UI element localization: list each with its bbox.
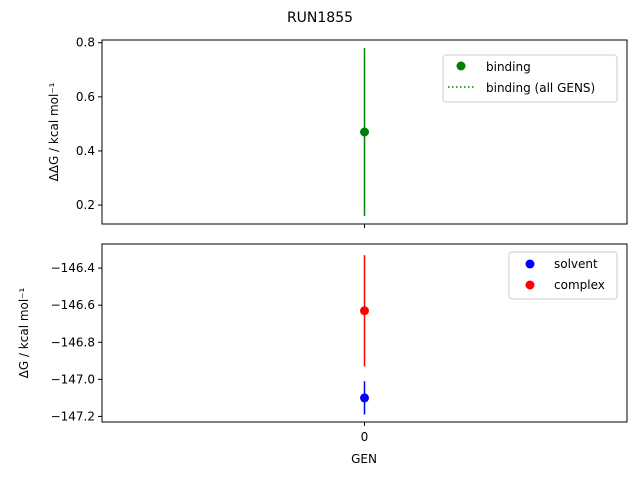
y-tick-label-top: 0.2 [76,198,95,212]
y-ticks-top: 0.2 0.4 0.6 0.8 [76,36,102,212]
y-axis-label-top: ΔΔG / kcal mol⁻¹ [47,82,61,181]
x-tick-label-bottom: 0 [361,430,369,444]
y-axis-label-bottom: ΔG / kcal mol⁻¹ [17,287,31,378]
x-axis-label-bottom: GEN [351,452,377,466]
y-tick-label-bottom: −146.4 [51,261,95,275]
y-tick-label-top: 0.6 [76,90,95,104]
legend-marker-binding [456,61,466,71]
x-ticks-bottom: 0 [361,422,369,444]
legend-label-solvent: solvent [554,257,598,271]
legend-frame-top [442,54,618,103]
y-tick-label-bottom: −147.0 [51,372,95,386]
point-binding [360,127,369,137]
panel-binding: 0.2 0.4 0.6 0.8 ΔΔG / kcal mol⁻¹ binding bi… [47,36,628,228]
legend-label-complex: complex [554,278,605,292]
legend-bottom: solvent complex [508,251,618,300]
legend-frame-bottom [508,251,618,300]
data-marks-bottom [360,255,369,415]
y-tick-label-top: 0.8 [76,36,95,50]
legend-label-binding: binding [486,60,531,74]
y-tick-label-bottom: −146.6 [51,298,95,312]
legend-marker-solvent [525,259,535,269]
data-marks-top [360,48,369,216]
point-solvent [360,393,369,403]
y-tick-label-top: 0.4 [76,144,95,158]
point-complex [360,306,369,316]
y-tick-label-bottom: −147.2 [51,409,95,423]
legend-marker-complex [525,280,535,290]
y-ticks-bottom: −146.4 −146.6 −146.8 −147.0 −147.2 [51,261,102,423]
legend-label-binding-all-gens: binding (all GENS) [486,81,595,95]
panel-solvent-complex: −146.4 −146.6 −146.8 −147.0 −147.2 0 ΔG / kc… [17,243,628,466]
figure-title: RUN1855 [287,10,353,26]
y-tick-label-bottom: −146.8 [51,335,95,349]
legend-top: binding binding (all GENS) [442,54,618,103]
